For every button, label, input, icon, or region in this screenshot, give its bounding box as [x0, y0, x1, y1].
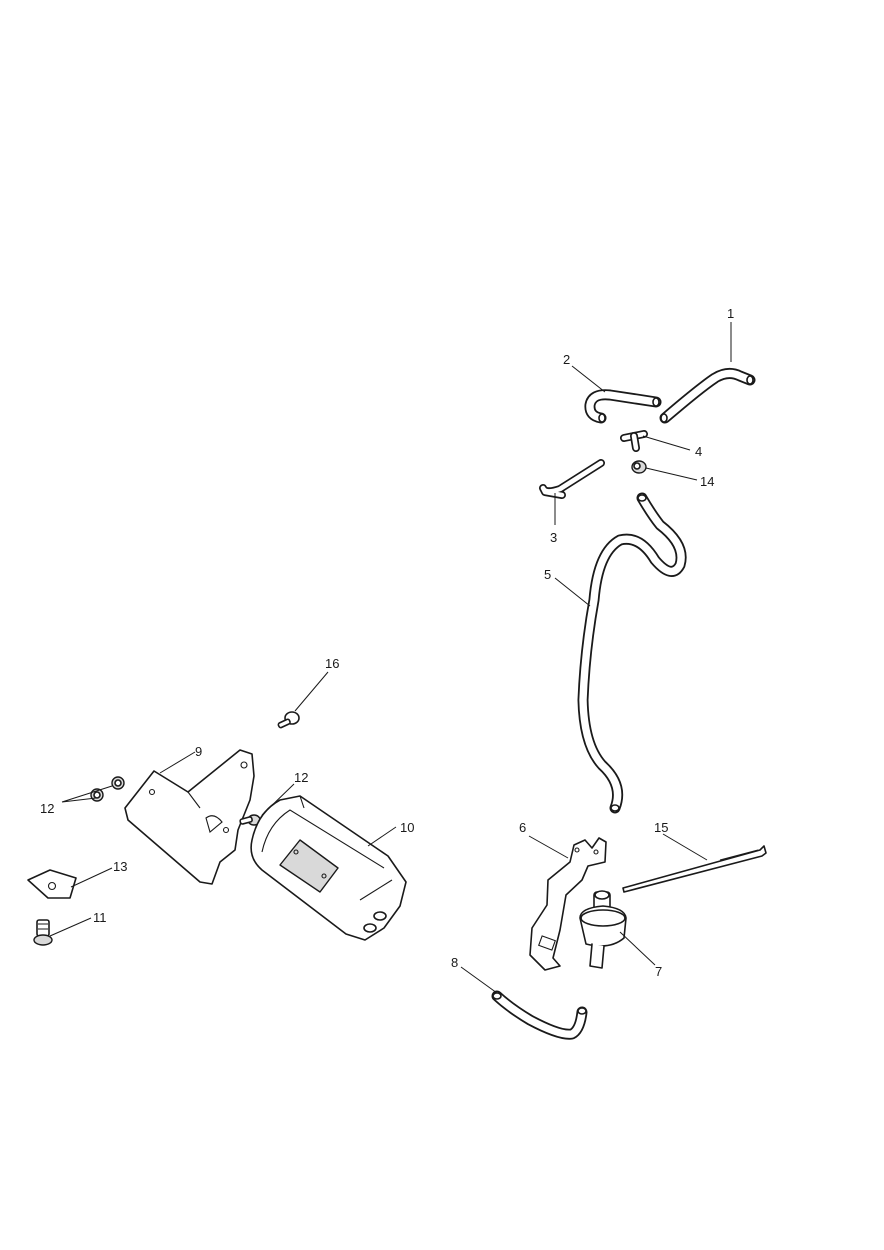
part-4-t-connector: [620, 430, 648, 452]
leader-7: [619, 931, 656, 966]
callout-15: 15: [654, 820, 668, 835]
part-11-bolt: [33, 919, 53, 946]
callout-10: 10: [400, 820, 414, 835]
part-6-bracket: [529, 837, 607, 971]
callout-12-right: 12: [294, 770, 308, 785]
leader-lines: [49, 322, 732, 994]
leader-10: [367, 826, 397, 847]
leader-5: [554, 577, 591, 607]
callout-11: 11: [93, 910, 107, 925]
callout-14: 14: [700, 474, 714, 489]
callout-7: 7: [655, 964, 662, 979]
callout-12-left: 12: [40, 801, 54, 816]
leader-11: [49, 917, 92, 937]
callout-2: 2: [563, 352, 570, 367]
part-12-bolts-left: [90, 776, 125, 802]
part-7-valve: [579, 890, 627, 969]
leader-4: [642, 435, 691, 451]
leader-12b: [261, 783, 295, 816]
callout-3: 3: [550, 530, 557, 545]
leader-9: [159, 751, 196, 774]
leader-15: [662, 833, 708, 861]
callout-13: 13: [113, 859, 127, 874]
leader-6: [528, 835, 569, 859]
part-16-bolt: [277, 711, 300, 729]
part-15-cable-tie: [622, 845, 767, 893]
leader-13: [70, 867, 113, 888]
callout-9: 9: [195, 744, 202, 759]
callout-8: 8: [451, 955, 458, 970]
part-2-hose: [584, 389, 662, 424]
callout-1: 1: [727, 306, 734, 321]
leader-14: [645, 467, 698, 481]
leader-16: [294, 671, 329, 712]
part-1-hose: [659, 367, 756, 424]
part-9-bracket: [124, 749, 255, 885]
leader-8: [460, 966, 498, 994]
leader-12a: [61, 785, 113, 803]
part-12-bolt-right: [239, 814, 261, 826]
callout-5: 5: [544, 567, 551, 582]
callout-labels: 1 2 3 4 5 6 7 8 9 10 11 12 12 13 14 15 1…: [40, 306, 734, 979]
part-10-canister: [250, 795, 407, 941]
callout-16: 16: [325, 656, 339, 671]
part-5-hose: [577, 492, 687, 814]
part-13-clip: [27, 869, 77, 899]
part-14-clamp: [631, 460, 647, 474]
callout-6: 6: [519, 820, 526, 835]
leader-2: [571, 365, 606, 393]
callout-4: 4: [695, 444, 702, 459]
part-3-hose: [539, 459, 605, 499]
part-8-hose: [491, 990, 588, 1040]
